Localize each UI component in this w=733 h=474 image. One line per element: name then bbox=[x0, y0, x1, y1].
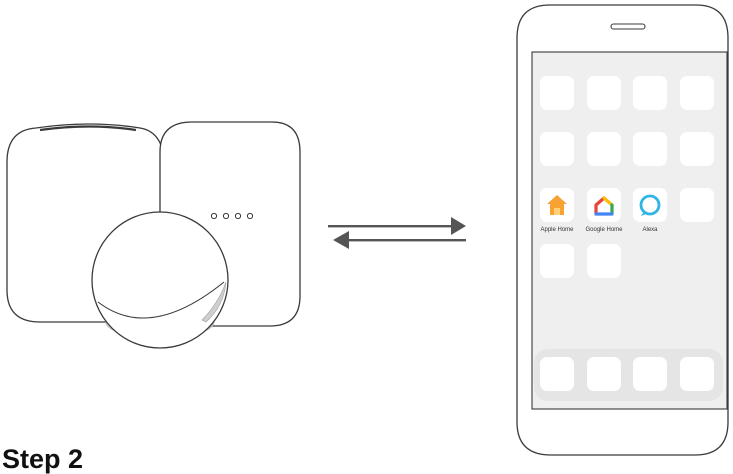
app-tile-grid bbox=[540, 76, 714, 391]
diagram-canvas: Apple Home Google Home Alexa bbox=[6, 4, 729, 456]
phone-dock bbox=[534, 349, 723, 401]
app-alexa[interactable]: Alexa bbox=[633, 188, 667, 233]
app-tile[interactable] bbox=[680, 76, 714, 110]
app-google-home[interactable]: Google Home bbox=[585, 188, 623, 233]
app-apple-home[interactable]: Apple Home bbox=[540, 188, 574, 233]
app-tile[interactable] bbox=[680, 132, 714, 166]
dock-app-tile[interactable] bbox=[587, 357, 621, 391]
alexa-icon bbox=[639, 194, 661, 216]
dock-app-tile[interactable] bbox=[633, 357, 667, 391]
app-tile[interactable] bbox=[540, 132, 574, 166]
smart-speakers-group bbox=[6, 121, 301, 349]
app-tile[interactable] bbox=[540, 244, 574, 278]
nest-indicator-dots bbox=[210, 212, 254, 220]
app-label: Google Home bbox=[585, 227, 623, 233]
bidirectional-arrows-icon bbox=[328, 217, 466, 249]
app-label: Alexa bbox=[642, 227, 658, 233]
app-tile[interactable] bbox=[633, 76, 667, 110]
dock-app-tile[interactable] bbox=[680, 357, 714, 391]
app-tile[interactable] bbox=[633, 132, 667, 166]
app-tile[interactable] bbox=[540, 76, 574, 110]
step-title: Step 2 bbox=[2, 444, 84, 474]
apple-home-icon bbox=[547, 195, 567, 215]
phone: Apple Home Google Home Alexa bbox=[516, 4, 729, 456]
app-tile[interactable] bbox=[680, 188, 714, 222]
app-tile[interactable] bbox=[587, 132, 621, 166]
echo-dot-icon bbox=[91, 211, 229, 349]
phone-speaker-slot bbox=[610, 23, 646, 30]
app-label: Apple Home bbox=[540, 227, 574, 233]
app-tile[interactable] bbox=[587, 76, 621, 110]
google-home-icon bbox=[594, 196, 614, 216]
app-tile[interactable] bbox=[587, 244, 621, 278]
dock-app-tile[interactable] bbox=[540, 357, 574, 391]
